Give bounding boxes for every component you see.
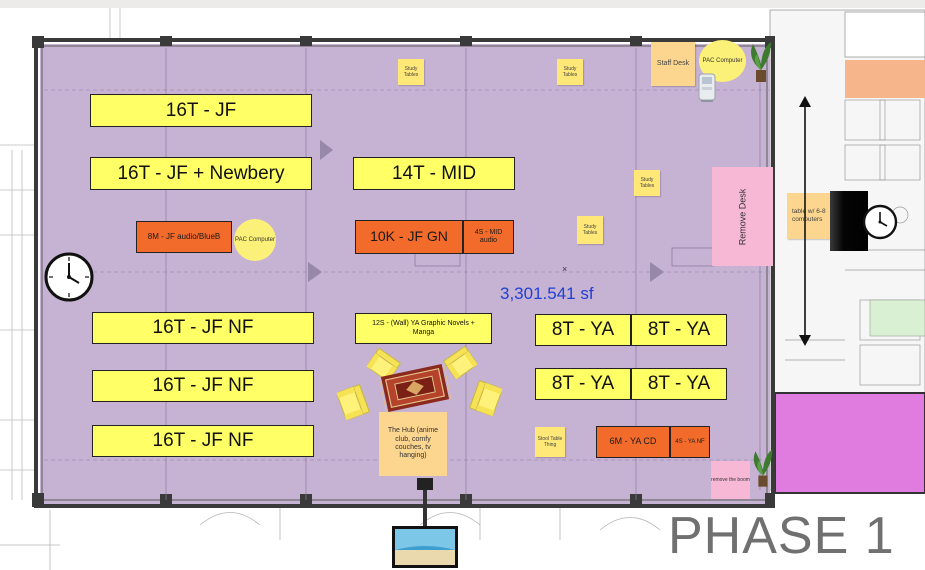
note-study-tables-2[interactable]: Study Tables [557,59,583,85]
remove-desk-zone[interactable]: Remove Desk [712,167,773,266]
wall-clock-icon-right [862,204,898,240]
monitor-icon [830,191,868,251]
note-study-tables-4[interactable]: Study Tables [577,216,603,244]
the-hub-area[interactable]: The Hub (anime club, comfy couches, tv h… [379,412,447,476]
shelf-16t-jf-nf-3[interactable]: 16T - JF NF [92,425,314,457]
note-staff-desk[interactable]: Staff Desk [651,42,695,86]
shelf-16t-jf-newbery[interactable]: 16T - JF + Newbery [90,157,312,190]
pac-computer-left[interactable]: PAC Computer [234,219,276,261]
armchair-icon-2 [442,345,478,380]
note-table-computers[interactable]: table w/ 6-8 computers [787,193,837,239]
shelf-10k-jf-gn[interactable]: 10K - JF GN [355,220,463,254]
svg-text:×: × [562,264,567,274]
shelf-4s-mid-audio[interactable]: 4S - MID audio [463,220,514,254]
plant-icon-bottom [753,449,773,487]
shelf-6m-ya-cd[interactable]: 6M - YA CD [596,426,670,458]
shelf-8t-ya-1[interactable]: 8T - YA [535,314,631,346]
shelf-14t-mid[interactable]: 14T - MID [353,157,515,190]
shelf-4s-ya-nf[interactable]: 4S - YA NF [670,426,710,458]
armchair-icon-4 [468,379,503,417]
tv-icon [392,478,458,568]
note-study-tables-3[interactable]: Study Tables [634,170,660,196]
shelf-16t-jf[interactable]: 16T - JF [90,94,312,127]
note-study-tables-1[interactable]: Study Tables [398,59,424,85]
shelf-8t-ya-3[interactable]: 8T - YA [535,368,631,400]
shelf-8t-ya-4[interactable]: 8T - YA [631,368,727,400]
kiosk-icon [698,73,716,102]
double-arrow-icon [799,96,811,346]
shelf-12s-ya-graphic-novels[interactable]: 12S - (Wall) YA Graphic Novels + Manga [355,313,492,344]
phase-title: PHASE 1 [668,507,895,565]
shelf-8t-ya-2[interactable]: 8T - YA [631,314,727,346]
armchair-icon-3 [336,383,371,421]
shelf-8m-jf-audio[interactable]: 8M - JF audio/BlueB [136,221,232,253]
wall-clock-icon-left [44,252,94,302]
area-square-footage: 3,301.541 sf [500,284,594,303]
rug-icon [378,363,452,413]
plant-icon-top [751,42,771,82]
shelf-16t-jf-nf-1[interactable]: 16T - JF NF [92,312,314,344]
armchair-icon-1 [366,347,402,382]
note-stool-table[interactable]: Stool Table Thing [535,427,565,457]
remove-boom-zone[interactable]: remove the boom [711,461,750,499]
shelf-16t-jf-nf-2[interactable]: 16T - JF NF [92,370,314,402]
